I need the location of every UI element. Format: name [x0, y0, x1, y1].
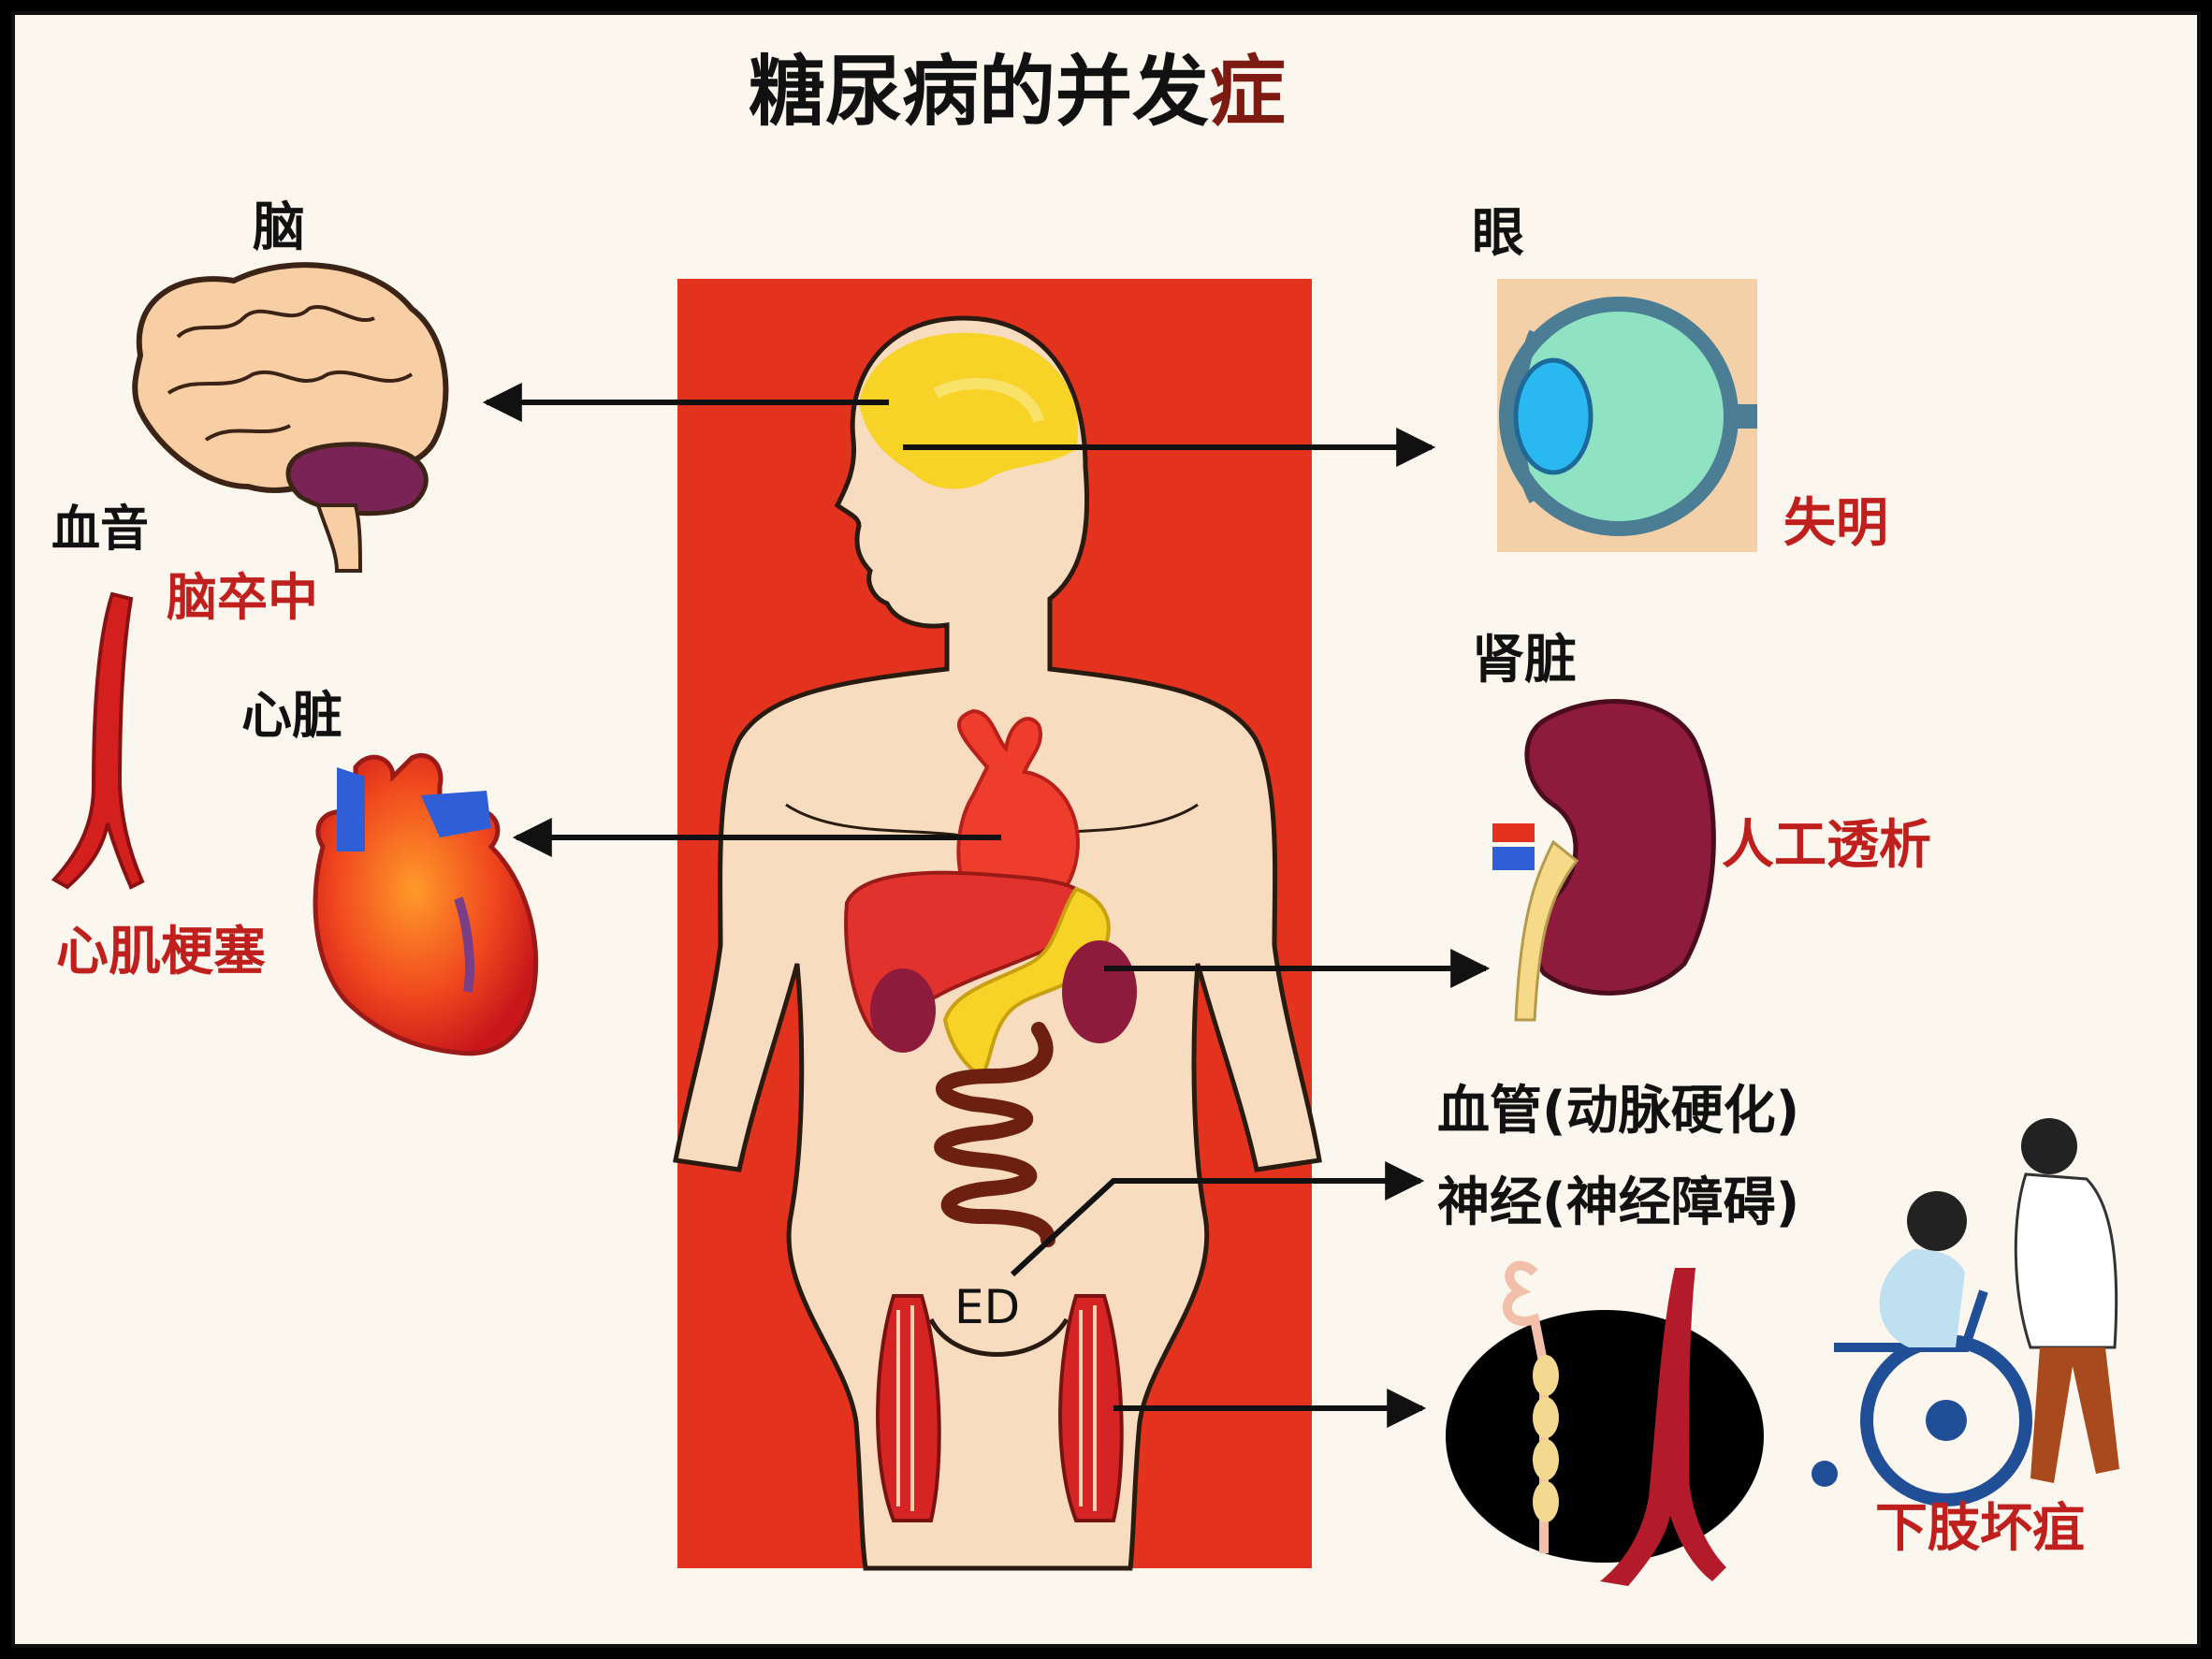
label-nerves: 神经(神经障碍) — [1437, 1172, 1800, 1233]
page-title: 糖尿病的并发症 — [749, 54, 1286, 131]
body-kidney-right — [1062, 940, 1137, 1043]
heart-icon — [313, 752, 538, 1056]
arrows — [482, 383, 1491, 1428]
label-blindness: 失明 — [1783, 493, 1888, 554]
thigh-muscle-right — [1058, 1294, 1124, 1522]
label-myocardial-infarction: 心肌梗塞 — [56, 922, 266, 982]
nerve-vessel-icon — [1446, 1260, 1764, 1586]
title-accent: 症 — [1209, 48, 1287, 137]
title-main: 糖尿病的并发 — [749, 48, 1210, 137]
kidney-icon — [1492, 699, 1716, 1022]
label-blood-sound: 血音 — [51, 502, 150, 558]
label-stroke: 脑卒中 — [167, 568, 318, 627]
label-kidney: 肾脏 — [1472, 630, 1577, 691]
label-eye: 眼 — [1472, 203, 1524, 264]
wheelchair-icon — [1812, 1118, 2119, 1506]
label-dialysis: 人工透析 — [1722, 815, 1931, 876]
body-kidney-left — [870, 968, 936, 1053]
arrow-to-nerves — [1010, 1161, 1425, 1277]
label-heart: 心脏 — [241, 686, 342, 745]
label-gangrene: 下肢坏疽 — [1875, 1498, 2085, 1559]
label-vessels: 血管(动脉硬化) — [1437, 1081, 1800, 1142]
thigh-muscle-left — [876, 1294, 941, 1522]
label-ed: ED — [954, 1280, 1021, 1334]
brain-icon — [132, 262, 449, 573]
label-brain: 脑 — [253, 197, 305, 258]
intestine-icon — [934, 1022, 1055, 1247]
artery-icon — [51, 591, 145, 890]
eye-icon — [1497, 279, 1757, 552]
